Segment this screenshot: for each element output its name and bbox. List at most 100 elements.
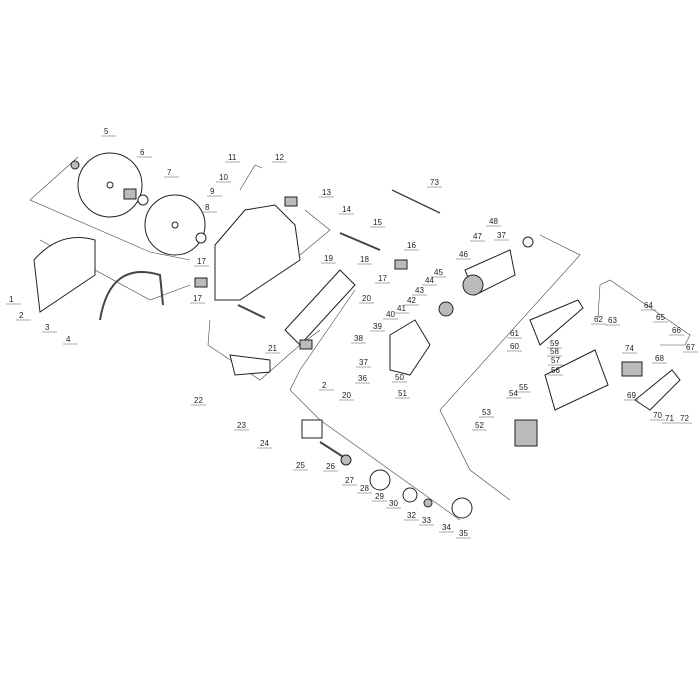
part-label: 28 (360, 484, 369, 493)
part-label: 40 (386, 310, 395, 319)
part-label: 6 (140, 148, 145, 157)
part-label: 17 (193, 294, 202, 303)
spacer-washer-2 (195, 232, 207, 244)
hex-key (239, 164, 263, 191)
part-label: 25 (296, 461, 305, 470)
part-label: 53 (482, 408, 491, 417)
cutting-disc-hub-1 (106, 181, 114, 189)
roller-2 (284, 196, 298, 207)
part-label: 11 (228, 153, 237, 162)
handle-grip (634, 369, 681, 411)
part-label: 44 (425, 276, 434, 285)
part-label: 14 (342, 205, 351, 214)
part-label: 56 (551, 366, 560, 375)
part-label: 17 (378, 274, 387, 283)
part-label: 35 (459, 529, 468, 538)
part-label: 37 (359, 358, 368, 367)
part-label: 64 (644, 301, 653, 310)
part-label: 33 (422, 516, 431, 525)
part-label: 20 (342, 391, 351, 400)
side-handle (229, 354, 271, 376)
part-label: 61 (510, 329, 519, 338)
part-label: 7 (167, 168, 172, 177)
part-label: 52 (475, 421, 484, 430)
spanner-wrench (391, 189, 441, 214)
part-label: 26 (326, 462, 335, 471)
rear-handle-half (529, 299, 584, 346)
bearing-48 (522, 236, 534, 248)
part-label: 13 (322, 188, 331, 197)
spindle (319, 441, 346, 459)
part-label: 9 (210, 187, 215, 196)
part-label: 39 (373, 322, 382, 331)
part-label: 71 (665, 414, 674, 423)
roller-4 (299, 339, 313, 350)
part-labels: 1 2 3 4 5 6 7 8 9 10 11 12 13 14 15 16 1… (6, 127, 698, 539)
part-label: 12 (275, 153, 284, 162)
part-label: 70 (653, 411, 662, 420)
part-label: 51 (398, 389, 407, 398)
stator (514, 419, 538, 447)
part-label: 3 (45, 323, 50, 332)
part-label: 57 (551, 356, 560, 365)
shaft-21 (237, 304, 266, 319)
nut-30 (423, 498, 433, 508)
roller-1 (194, 277, 208, 288)
part-label: 72 (680, 414, 689, 423)
part-label: 58 (550, 347, 559, 356)
spindle-bearing-cover (301, 419, 323, 439)
power-cord (597, 279, 691, 346)
part-label: 67 (686, 343, 695, 352)
part-label: 66 (672, 326, 681, 335)
part-label: 60 (510, 342, 519, 351)
spacer-washer (137, 194, 149, 206)
part-label: 27 (345, 476, 354, 485)
base-plate (284, 269, 356, 346)
bearing-26 (340, 454, 352, 466)
part-label: 74 (625, 344, 634, 353)
main-guard-housing (214, 204, 301, 301)
part-label: 19 (324, 254, 333, 263)
gear-housing (389, 319, 431, 376)
part-label: 43 (415, 286, 424, 295)
part-label: 65 (656, 313, 665, 322)
motor-housing (544, 349, 609, 411)
part-label: 63 (608, 316, 617, 325)
part-label: 1 (9, 295, 14, 304)
part-label: 59 (550, 339, 559, 348)
part-label: 32 (407, 511, 416, 520)
bearing-44 (438, 301, 454, 317)
part-label: 21 (268, 344, 277, 353)
flange-nut (123, 188, 137, 200)
part-label: 68 (655, 354, 664, 363)
part-label: 69 (627, 391, 636, 400)
cutting-disc-hub-2 (171, 221, 179, 229)
part-label: 50 (395, 373, 404, 382)
part-label: 24 (260, 439, 269, 448)
part-label: 30 (389, 499, 398, 508)
part-label: 34 (442, 523, 451, 532)
part-label: 22 (194, 396, 203, 405)
part-label: 45 (434, 268, 443, 277)
part-label: 2 (19, 311, 24, 320)
shaft-14 (339, 232, 381, 251)
part-label: 54 (509, 389, 518, 398)
part-label: 38 (354, 334, 363, 343)
part-label: 2 (322, 381, 327, 390)
part-label: 55 (519, 383, 528, 392)
roller-3 (394, 259, 408, 270)
guard-cover (33, 237, 96, 313)
nut-5 (70, 160, 80, 170)
part-label: 29 (375, 492, 384, 501)
part-label: 10 (219, 173, 228, 182)
part-label: 41 (397, 304, 406, 313)
part-label: 8 (205, 203, 210, 212)
part-label: 42 (407, 296, 416, 305)
switch (621, 361, 643, 377)
part-label: 73 (430, 178, 439, 187)
part-label: 16 (407, 241, 416, 250)
blade-guard-strip (99, 271, 164, 321)
part-label: 23 (237, 421, 246, 430)
part-label: 17 (197, 257, 206, 266)
